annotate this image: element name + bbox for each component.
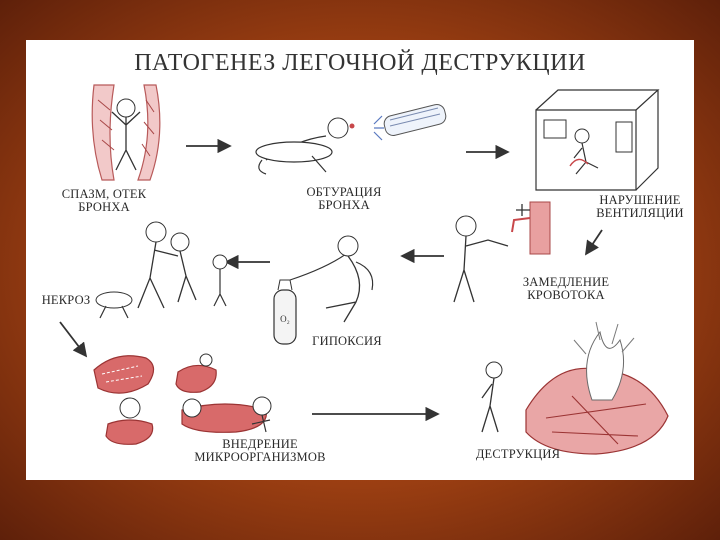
microorganisms-figure xyxy=(93,353,272,445)
stage-necrosis-label: НЕКРОЗ xyxy=(41,293,91,307)
stage-bloodflow-label: ЗАМЕДЛЕНИЕ КРОВОТОКА xyxy=(516,276,616,302)
stage-hypoxia-label: ГИПОКСИЯ xyxy=(312,334,382,348)
spasm-figure xyxy=(91,84,161,181)
ventilation-figure xyxy=(535,89,660,191)
stage-ventilation-line-1: НАРУШЕНИЕ xyxy=(599,193,681,207)
stage-ventilation-label: НАРУШЕНИЕ ВЕНТИЛЯЦИИ xyxy=(588,194,692,220)
stage-obturation-line-1: ОБТУРАЦИЯ xyxy=(306,185,382,199)
stage-microorganisms-line-1: ВНЕДРЕНИЕ xyxy=(222,437,298,451)
stage-spasm-line-2: БРОНХА xyxy=(78,200,130,214)
stage-obturation-line-2: БРОНХА xyxy=(318,198,370,212)
obturation-figure xyxy=(255,103,447,175)
stage-destruction-label: ДЕСТРУКЦИЯ xyxy=(475,447,561,461)
cylinder-label: O₂ xyxy=(280,314,290,324)
stage-bloodflow-line-1: ЗАМЕДЛЕНИЕ xyxy=(522,275,610,289)
stage-spasm-label: СПАЗМ, ОТЕК БРОНХА xyxy=(52,188,156,214)
stage-ventilation-line-2: ВЕНТИЛЯЦИИ xyxy=(596,206,684,220)
stage-obturation-label: ОБТУРАЦИЯ БРОНХА xyxy=(296,186,392,212)
arrow-6 xyxy=(59,321,88,358)
stage-spasm-line-1: СПАЗМ, ОТЕК xyxy=(61,187,147,201)
bloodflow-figure xyxy=(453,201,551,303)
stage-microorganisms-label: ВНЕДРЕНИЕ МИКРООРГАНИЗМОВ xyxy=(194,438,326,464)
stage-bloodflow-line-2: КРОВОТОКА xyxy=(527,288,605,302)
page-title: ПАТОГЕНЕЗ ЛЕГОЧНОЙ ДЕСТРУКЦИИ xyxy=(134,50,586,76)
slide-canvas: O₂ xyxy=(26,40,694,480)
pathogenesis-illustration: O₂ xyxy=(59,84,669,455)
necrosis-figure xyxy=(95,221,228,319)
stage-microorganisms-line-2: МИКРООРГАНИЗМОВ xyxy=(194,450,326,464)
arrow-3 xyxy=(585,229,603,256)
destruction-figure xyxy=(481,321,669,455)
hypoxia-figure xyxy=(273,235,374,345)
